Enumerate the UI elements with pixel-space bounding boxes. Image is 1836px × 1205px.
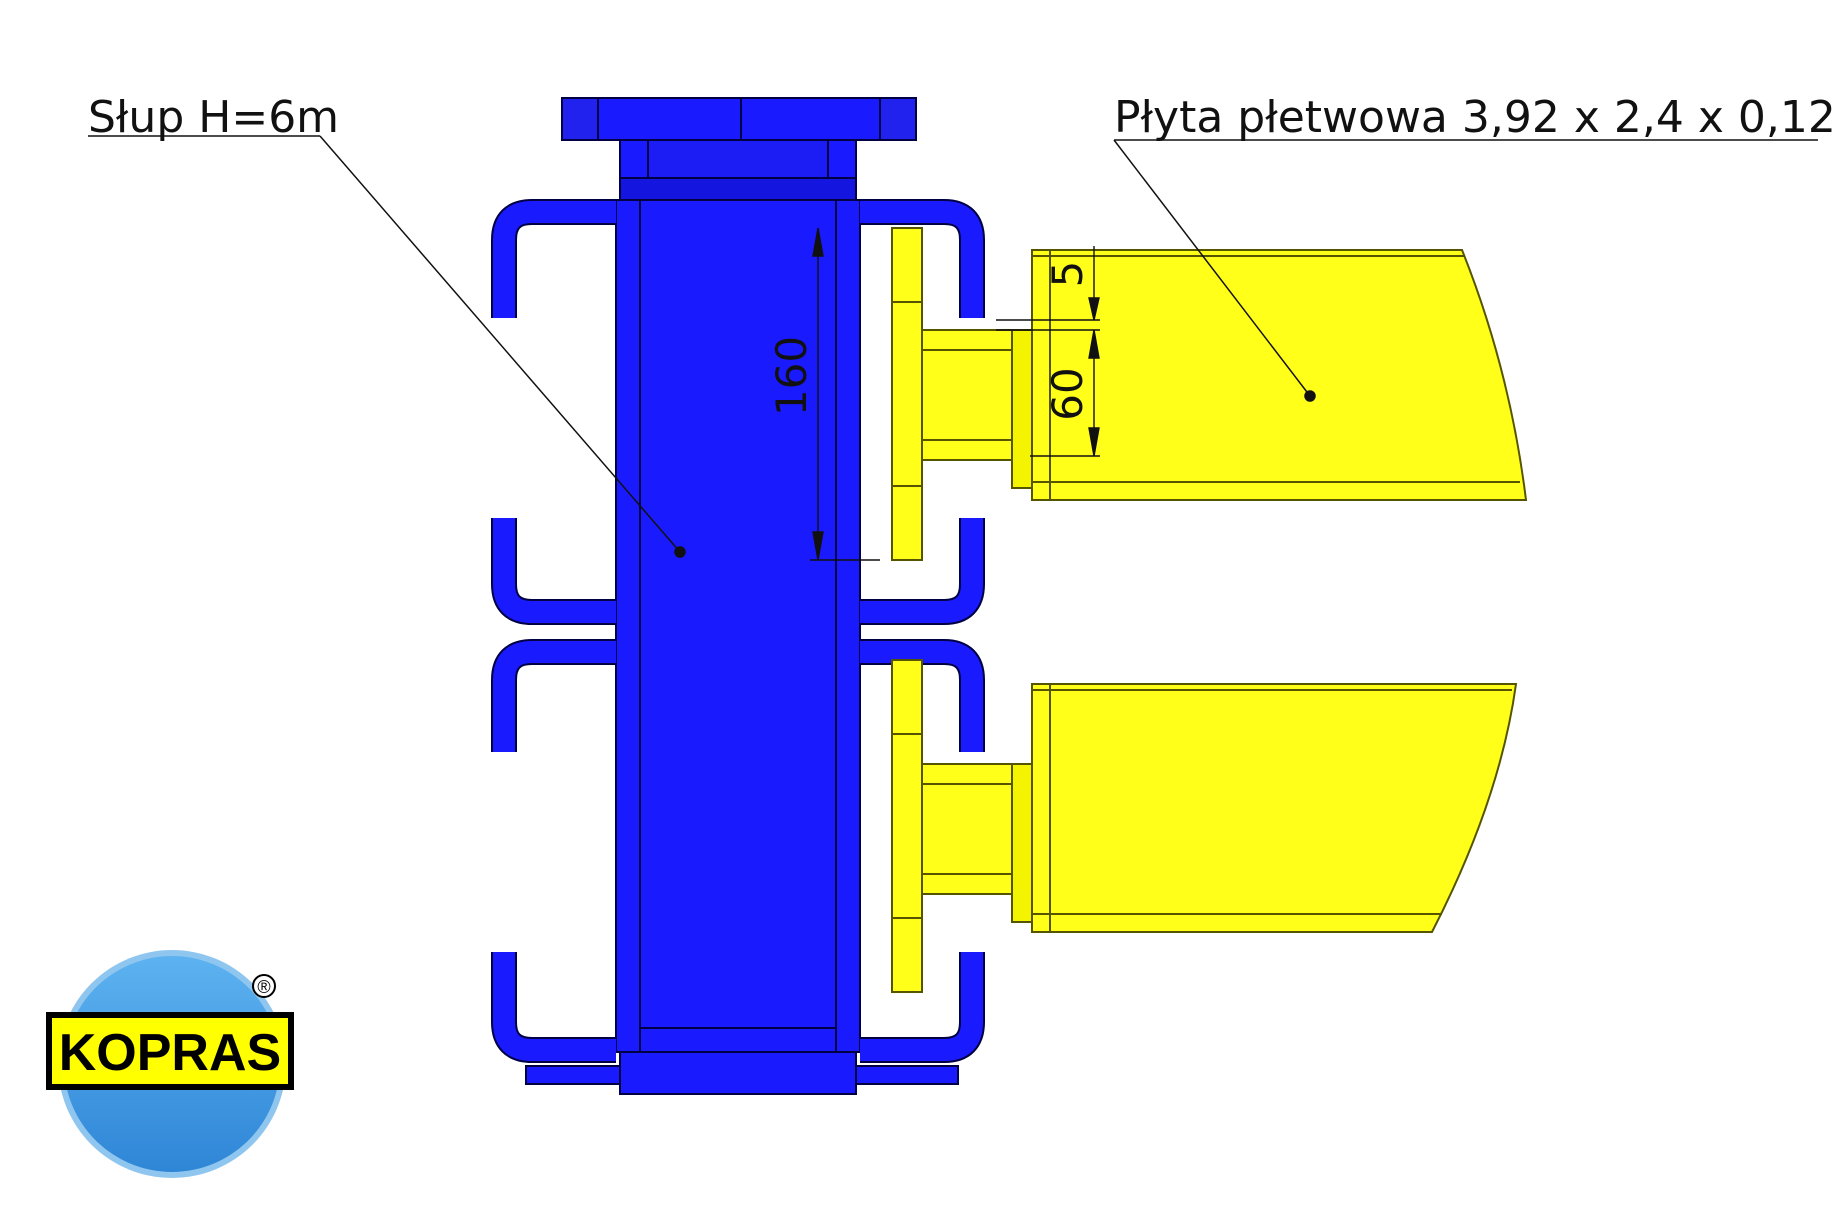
upper-fin-plate — [1031, 249, 1528, 501]
kopras-logo: KOPRAS ® — [46, 950, 294, 1178]
column-top-plate — [619, 177, 857, 201]
lower-fin-plate — [1031, 683, 1518, 933]
steel-column — [525, 97, 959, 1095]
dimension-lines — [810, 227, 1100, 561]
rebar-hook-top-left — [491, 199, 616, 318]
upper-bracket — [921, 329, 1019, 461]
rebar-hook-bottom-left — [491, 952, 616, 1063]
dimension-160-label: 160 — [767, 336, 816, 416]
column-shaft — [615, 199, 861, 1053]
rebar-hook-mid-left-lower — [491, 639, 616, 752]
dimension-5-label: 5 — [1043, 261, 1092, 288]
column-base-plate — [619, 1051, 857, 1095]
dimension-60-label: 60 — [1043, 367, 1092, 420]
upper-connector-strip — [891, 227, 923, 561]
plate-callout-label: Płyta płetwowa 3,92 x 2,4 x 0,12 — [1114, 92, 1836, 143]
registered-mark: ® — [257, 977, 270, 997]
column-callout-label: Słup H=6m — [88, 92, 339, 143]
rebar-hook-mid-left-upper — [491, 518, 616, 625]
fin-plates — [891, 227, 1528, 993]
column-top-flange — [561, 97, 917, 141]
rebar-hooks — [491, 199, 985, 1063]
leader-lines — [88, 135, 1818, 558]
logo-text: KOPRAS — [59, 1024, 281, 1082]
lower-connector-strip — [891, 659, 923, 993]
column-top-flange-end-left — [561, 97, 599, 141]
column-top-flange-end-right — [879, 97, 917, 141]
lower-bracket — [921, 763, 1019, 895]
